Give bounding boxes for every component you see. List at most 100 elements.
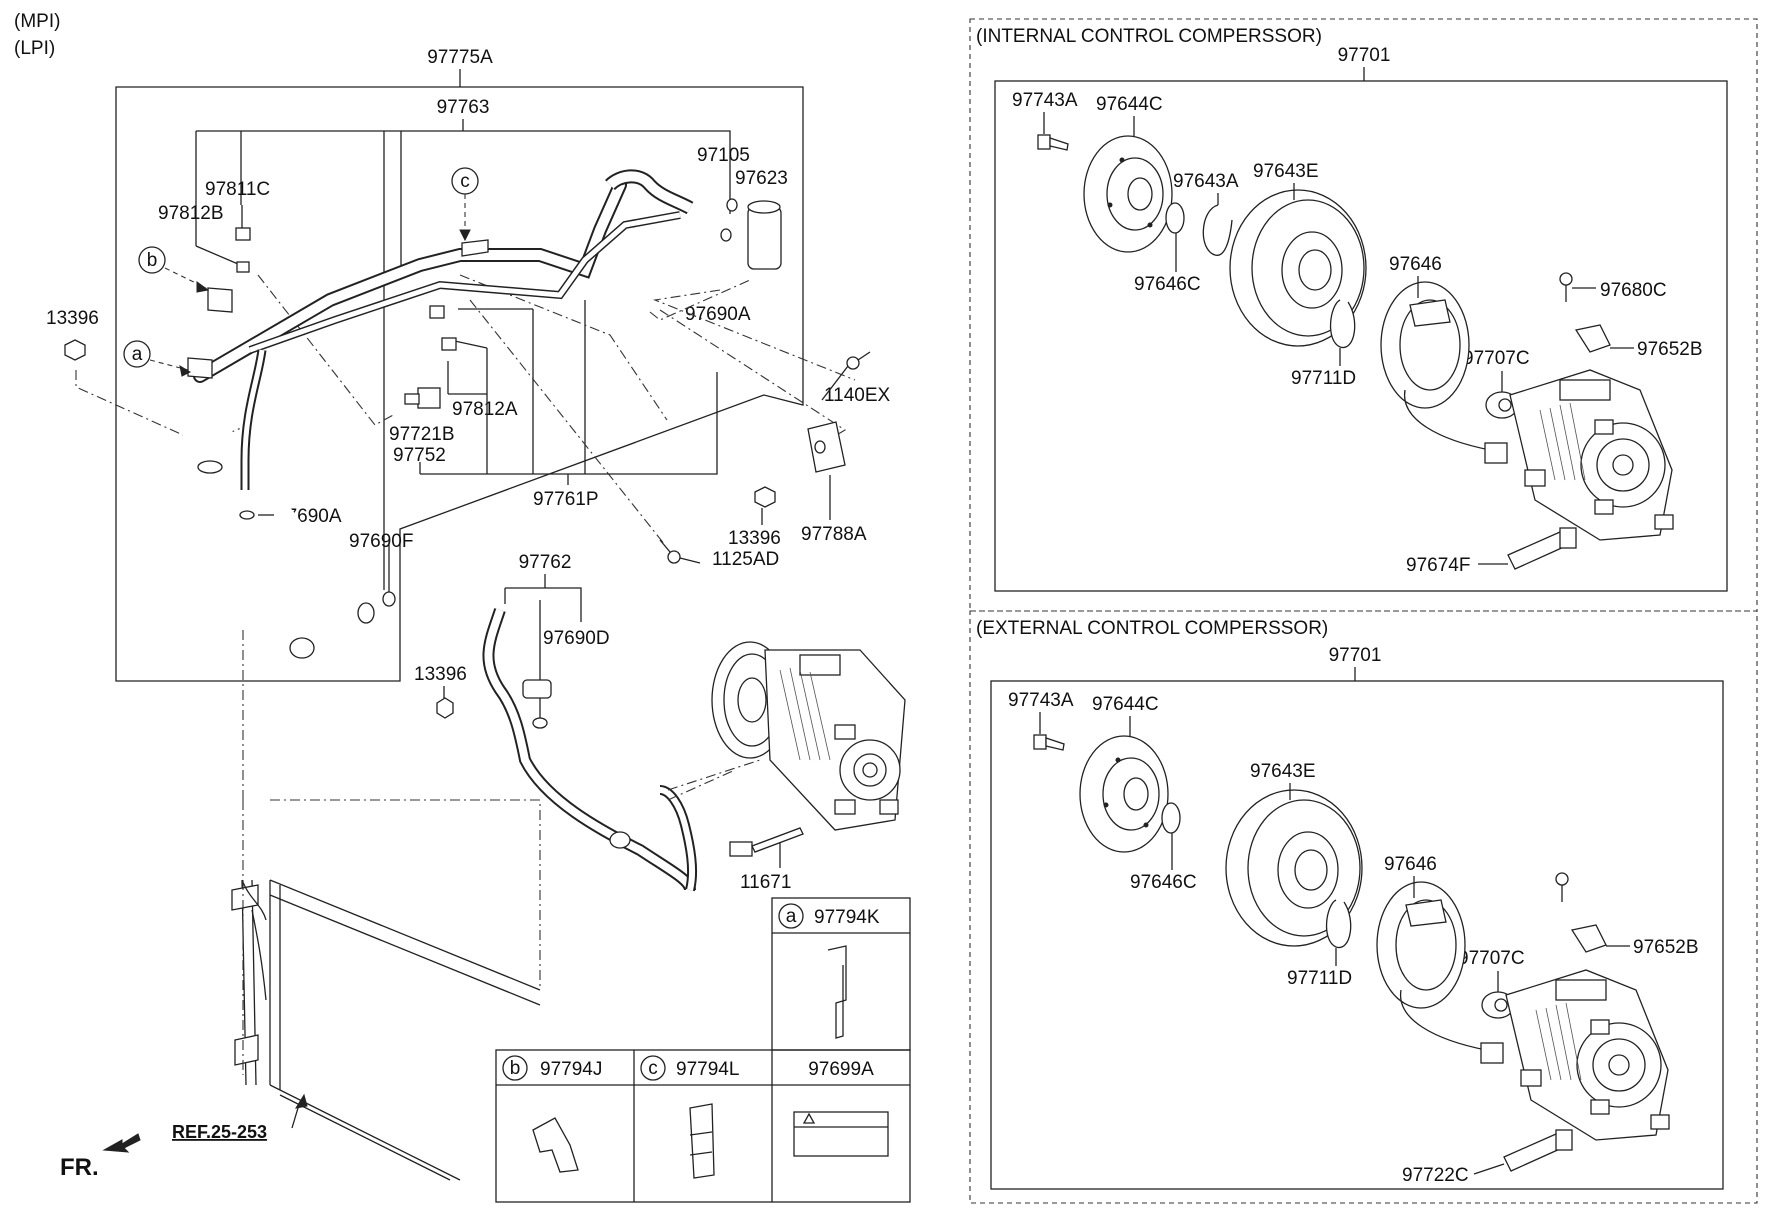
label-97690A-top[interactable]: 97690A: [685, 304, 751, 325]
int-label-97644C[interactable]: 97644C: [1096, 94, 1163, 115]
bracket-97788A: [807, 421, 846, 473]
clip-a: [187, 357, 213, 379]
label-97763[interactable]: 97763: [437, 97, 490, 118]
mpi-label: (MPI): [14, 11, 60, 32]
fr-arrow-icon: [102, 1133, 141, 1153]
ext-shim-97646C: [1161, 802, 1181, 834]
legend-97699A[interactable]: 97699A: [808, 1059, 874, 1080]
external-frame: [990, 680, 1724, 1190]
ext-label-97644C[interactable]: 97644C: [1092, 694, 1159, 715]
clip-97794L: [689, 1103, 715, 1179]
legend-97794K[interactable]: 97794K: [814, 907, 880, 928]
label-97811C[interactable]: 97811C: [205, 179, 270, 200]
internal-frame: [994, 80, 1728, 592]
callout-c[interactable]: c: [451, 167, 479, 242]
int-shim-97646C: [1165, 202, 1185, 234]
ext-sensor-97722C: [1503, 1129, 1573, 1172]
ext-label-97711D[interactable]: 97711D: [1287, 968, 1352, 989]
int-bracket-97652B: [1574, 324, 1611, 353]
callout-b[interactable]: b: [138, 246, 210, 293]
ext-label-97707C[interactable]: 97707C: [1458, 948, 1525, 969]
label-97775A[interactable]: 97775A: [427, 47, 493, 68]
label-97105[interactable]: 97105: [697, 145, 750, 166]
callout-b-letter: b: [147, 250, 158, 271]
legend-97794L[interactable]: 97794L: [676, 1059, 739, 1080]
legend-table: a 97794K b 97794J c 97794L 97699A: [495, 897, 911, 1203]
int-sensor-97674F: [1507, 527, 1577, 570]
nut-13396-c: [436, 697, 454, 719]
o-ring-97690A-mid: [239, 510, 255, 520]
ext-compressor-body: [1505, 969, 1670, 1141]
internal-dashed-frame: [969, 18, 1758, 612]
label-97690F[interactable]: 97690F: [349, 531, 413, 552]
ext-bolt: [1555, 872, 1569, 902]
int-label-97711D[interactable]: 97711D: [1291, 368, 1356, 389]
ext-label-97646[interactable]: 97646: [1384, 854, 1437, 875]
ext-label-97646C[interactable]: 97646C: [1130, 872, 1197, 893]
label-97762[interactable]: 97762: [519, 552, 572, 573]
o-ring-97105: [726, 198, 738, 212]
legend-97794J[interactable]: 97794J: [540, 1059, 602, 1080]
receiver-drier: [747, 206, 782, 270]
o-ring-97690D: [532, 717, 548, 729]
int-label-97643E[interactable]: 97643E: [1253, 161, 1319, 182]
int-pulley-97643E: [1229, 189, 1367, 347]
ref-label[interactable]: REF.25-253: [172, 1122, 267, 1142]
int-bolt-97743A: [1037, 134, 1069, 151]
label-97761P[interactable]: 97761P: [533, 489, 599, 510]
label-13396-b[interactable]: 13396: [728, 528, 781, 549]
internal-assembly-97701[interactable]: 97701: [1338, 45, 1391, 66]
ext-label-97743A[interactable]: 97743A: [1008, 690, 1074, 711]
ext-label-97652B[interactable]: 97652B: [1633, 937, 1699, 958]
pressure-switch-97721B: [417, 387, 441, 409]
label-11671[interactable]: 11671: [740, 872, 791, 893]
int-label-97643A[interactable]: 97643A: [1173, 171, 1239, 192]
label-1125AD[interactable]: 1125AD: [712, 549, 779, 570]
callout-a[interactable]: a: [123, 340, 192, 377]
label-13396-c[interactable]: 13396: [414, 664, 467, 685]
callout-c-letter: c: [460, 171, 470, 192]
label-97721B[interactable]: 97721B: [389, 424, 455, 445]
int-compressor-body: [1509, 369, 1674, 541]
bolt-11671: [729, 827, 804, 857]
o-ring-97690F: [382, 591, 396, 607]
label-97623[interactable]: 97623: [735, 168, 788, 189]
lower-left-parts: 97762 97690D 13396: [60, 552, 906, 1181]
nut-13396-a: [64, 339, 86, 361]
label-97752[interactable]: 97752: [393, 445, 446, 466]
valve-cap: [429, 305, 445, 319]
int-label-97652B[interactable]: 97652B: [1637, 339, 1703, 360]
internal-compressor-section: (INTERNAL CONTROL COMPERSSOR) 97701 9774…: [969, 18, 1758, 612]
cap-97811C: [235, 227, 251, 241]
int-snapring-97643A: [1202, 204, 1233, 256]
external-assembly-97701[interactable]: 97701: [1329, 645, 1382, 666]
int-label-97707C[interactable]: 97707C: [1463, 348, 1530, 369]
ext-label-97722C[interactable]: 97722C: [1402, 1165, 1469, 1186]
nut-13396-b: [754, 486, 776, 508]
int-snapring-97711D: [1329, 299, 1356, 349]
int-label-97680C[interactable]: 97680C: [1600, 280, 1667, 301]
ext-label-97643E[interactable]: 97643E: [1250, 761, 1316, 782]
label-97812B[interactable]: 97812B: [158, 203, 224, 224]
ext-bracket-97652B: [1570, 924, 1607, 953]
legend-c-letter: c: [648, 1058, 658, 1079]
bolt-1140EX: [846, 351, 871, 370]
legend-a-letter: a: [786, 906, 797, 927]
label-1140EX[interactable]: 1140EX: [824, 385, 891, 406]
int-label-97743A[interactable]: 97743A: [1012, 90, 1078, 111]
int-label-97646C[interactable]: 97646C: [1134, 274, 1201, 295]
hose-fitting: [197, 460, 223, 474]
label-97812A[interactable]: 97812A: [452, 399, 518, 420]
internal-title: (INTERNAL CONTROL COMPERSSOR): [976, 26, 1322, 47]
external-compressor-section: (EXTERNAL CONTROL COMPERSSOR) 97701 9774…: [969, 610, 1758, 1204]
lpi-label: (LPI): [14, 38, 55, 59]
int-bolt-97680C: [1559, 272, 1573, 302]
clip-97794K: [827, 945, 847, 1039]
label-97788A[interactable]: 97788A: [801, 524, 867, 545]
int-label-97646[interactable]: 97646: [1389, 254, 1442, 275]
clip-b: [207, 287, 233, 313]
label-13396-a[interactable]: 13396: [46, 308, 99, 329]
int-label-97674F[interactable]: 97674F: [1406, 555, 1470, 576]
label-97690D[interactable]: 97690D: [543, 628, 610, 649]
